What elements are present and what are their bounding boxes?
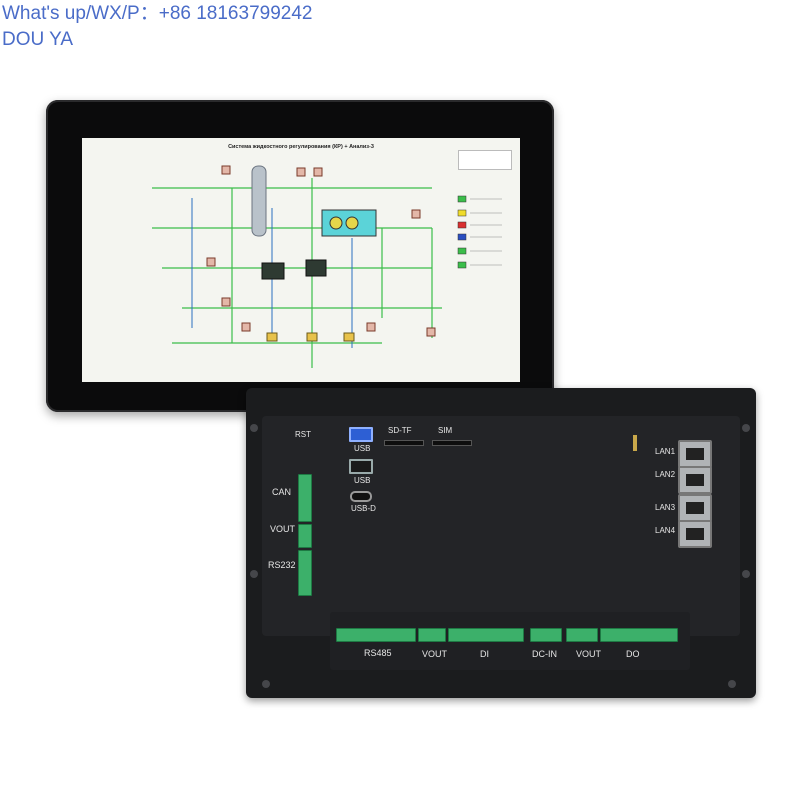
label-vout-bottom: VOUT (422, 649, 448, 659)
usb3-port[interactable] (349, 427, 373, 442)
hmi-screen: Система жидкостного регулирования (КР) +… (82, 138, 520, 382)
lan1-port[interactable] (678, 440, 712, 468)
lan4-port[interactable] (678, 520, 712, 548)
dc-in-terminal-block[interactable] (530, 628, 562, 642)
label-lan3: LAN3 (655, 503, 676, 512)
label-can: CAN (272, 487, 292, 497)
label-sd-tf: SD-TF (388, 426, 412, 435)
screen-title: Система жидкостного регулирования (КР) +… (228, 144, 374, 150)
label-rs485: RS485 (364, 648, 392, 658)
do-terminal-block[interactable] (600, 628, 678, 642)
antenna-connector-icon[interactable] (633, 435, 637, 451)
screw-icon (250, 424, 258, 432)
label-vout-left: VOUT (270, 524, 296, 534)
label-dc-in: DC-IN (532, 649, 557, 659)
screw-icon (742, 424, 750, 432)
label-vout-right: VOUT (576, 649, 602, 659)
label-usb-2: USB (354, 476, 371, 485)
label-usb-1: USB (354, 444, 371, 453)
rear-io-plate (262, 416, 740, 636)
label-lan4: LAN4 (655, 526, 676, 535)
label-usb-d: USB-D (351, 504, 376, 513)
watermark-brand: DOU YA (2, 29, 74, 50)
label-do: DO (626, 649, 640, 659)
screw-icon (742, 570, 750, 578)
sd-tf-slot[interactable] (384, 440, 424, 446)
label-lan2: LAN2 (655, 470, 676, 479)
lan2-port[interactable] (678, 466, 712, 494)
screen-legend-box (458, 150, 512, 170)
label-sim: SIM (438, 426, 453, 435)
lan3-port[interactable] (678, 494, 712, 522)
di-terminal-block[interactable] (448, 628, 524, 642)
watermark-contact: What's up/WX/P：+86 18163799242 (2, 3, 313, 24)
label-lan1: LAN1 (655, 447, 676, 456)
vout-terminal-block-right[interactable] (566, 628, 598, 642)
label-di: DI (480, 649, 489, 659)
can-terminal-block[interactable] (298, 474, 312, 522)
sim-slot[interactable] (432, 440, 472, 446)
screw-icon (262, 680, 270, 688)
screw-icon (250, 570, 258, 578)
usb2-port[interactable] (349, 459, 373, 474)
label-rst: RST (295, 430, 311, 439)
process-diagram (152, 165, 502, 368)
rs485-terminal-block[interactable] (336, 628, 416, 642)
usb-c-port[interactable] (350, 491, 372, 502)
label-rs232: RS232 (268, 560, 296, 570)
rs232-terminal-block[interactable] (298, 550, 312, 596)
vout-terminal-block[interactable] (298, 524, 312, 548)
vout-terminal-block-bottom[interactable] (418, 628, 446, 642)
screw-icon (728, 680, 736, 688)
